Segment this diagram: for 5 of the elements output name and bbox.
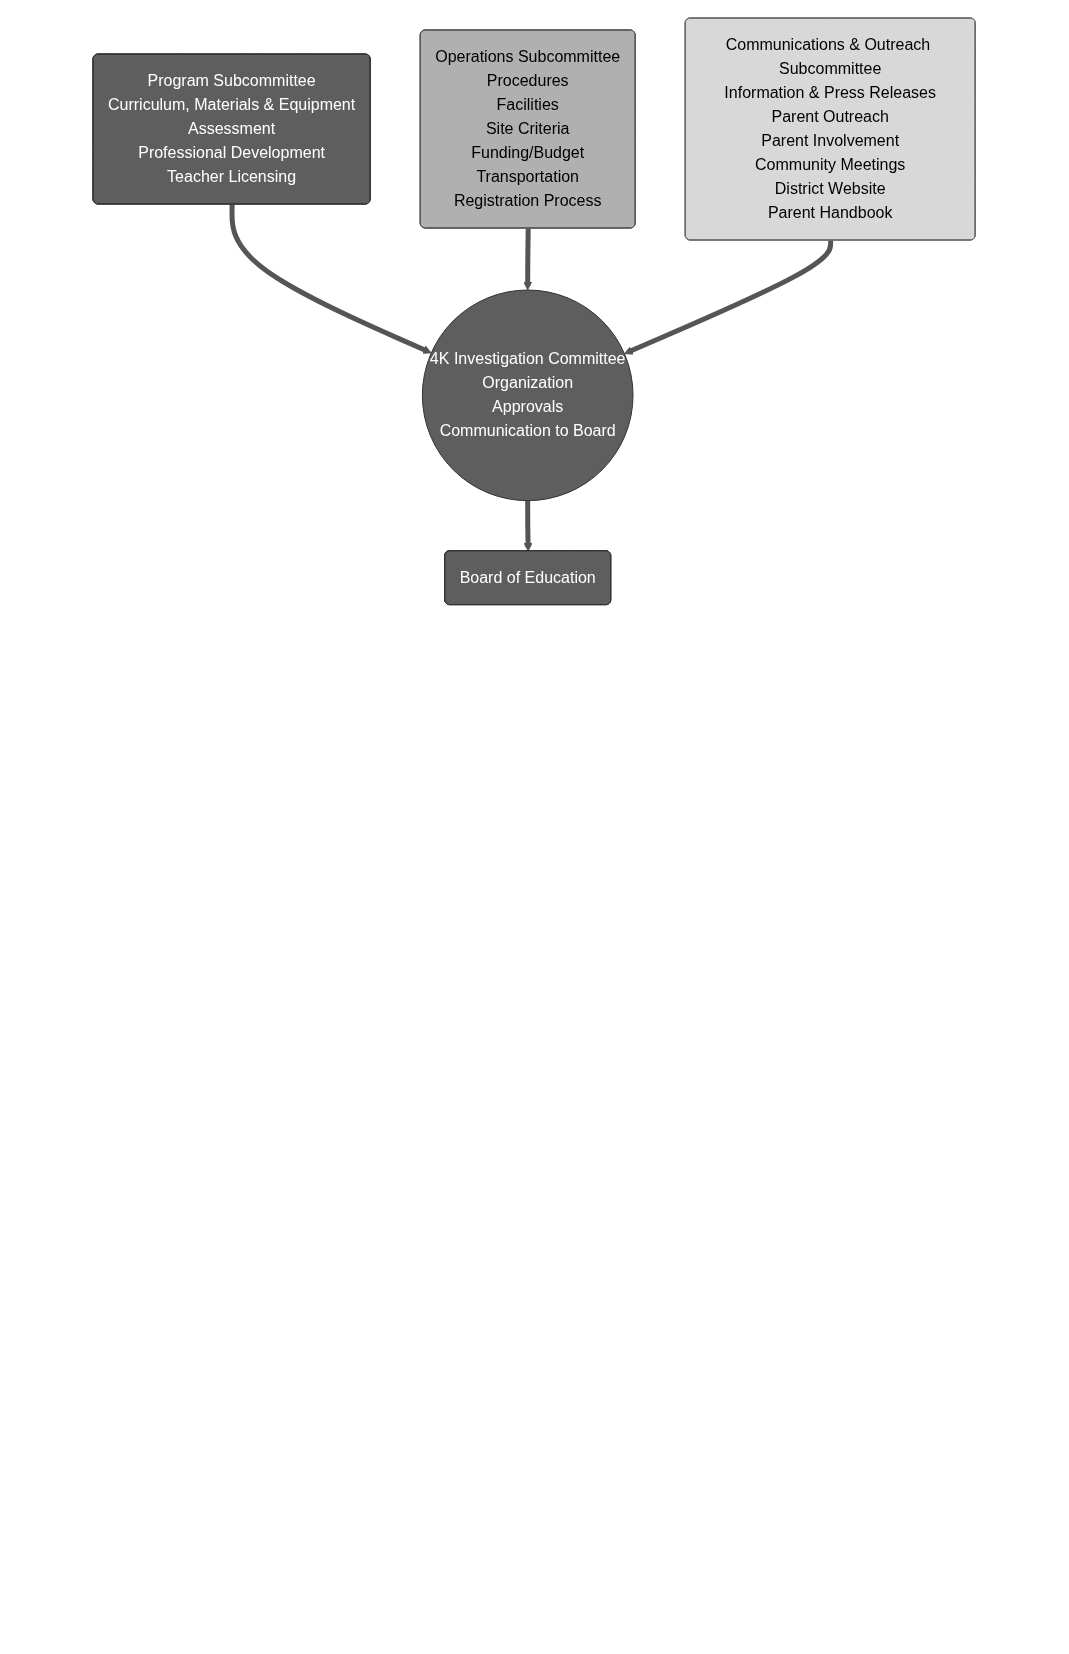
arrow [524, 500, 533, 552]
arrow [229, 204, 433, 354]
arrow [523, 228, 533, 291]
node-circle: 4K Investigation Committee Organization Approvals Communication to Board [422, 289, 634, 502]
arrow [624, 240, 834, 355]
